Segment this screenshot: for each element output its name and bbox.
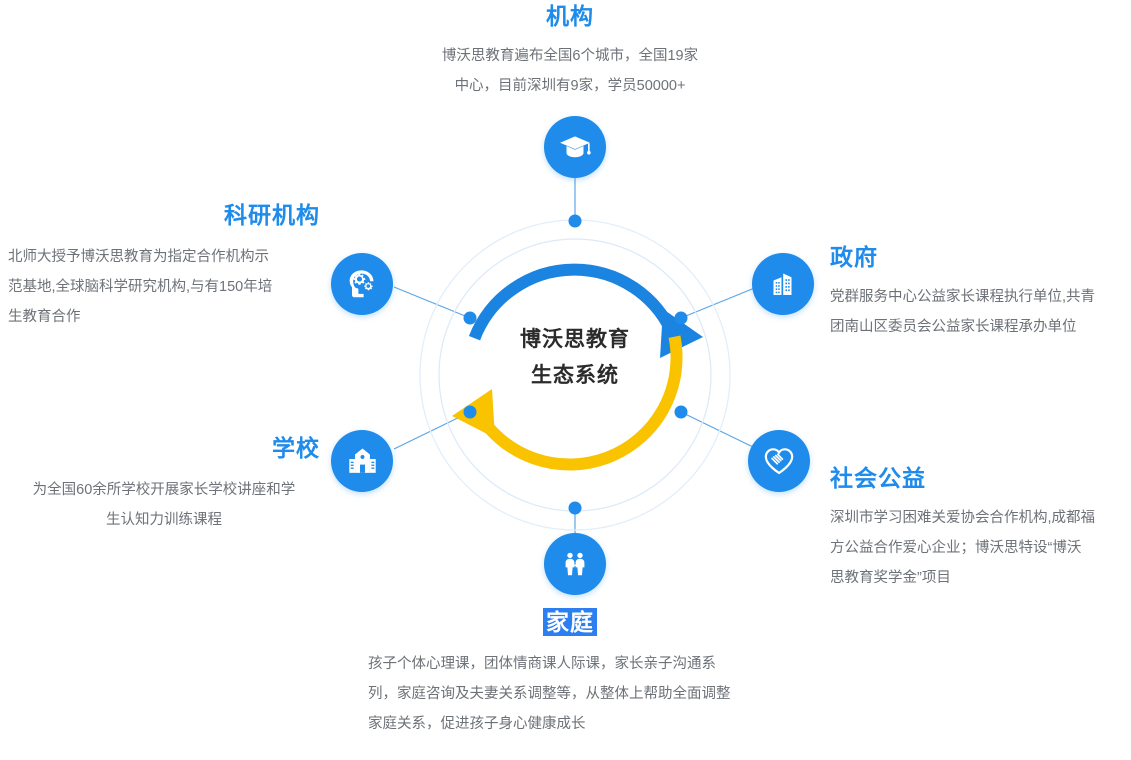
node-desc-family: 孩子个体心理课，团体情商课人际课，家长亲子沟通系 列，家庭咨询及夫妻关系调整等，… [330, 649, 810, 739]
node-block-government: 政府 党群服务中心公益家长课程执行单位,共青 团南山区委员会公益家长课程承办单位 [830, 243, 1130, 342]
connector-research [393, 286, 471, 319]
node-block-organization: 机构 博沃思教育遍布全国6个城市，全国19家 中心，目前深圳有9家，学员5000… [400, 2, 740, 101]
connector-school [393, 411, 471, 450]
desc-line: 为全国60余所学校开展家长学校讲座和学 [32, 481, 296, 498]
dot-school [463, 405, 477, 419]
desc-line: 思教育奖学金”项目 [830, 569, 951, 586]
desc-line: 中心，目前深圳有9家，学员50000+ [454, 77, 686, 94]
center-label: 博沃思教育 生态系统 [455, 322, 695, 394]
node-desc-government: 党群服务中心公益家长课程执行单位,共青 团南山区委员会公益家长课程承办单位 [830, 282, 1130, 342]
node-block-welfare: 社会公益 深圳市学习困难关爱协会合作机构,成都福 方公益合作爱心企业；博沃思特设… [830, 464, 1130, 593]
desc-line: 家庭关系，促进孩子身心健康成长 [368, 715, 586, 732]
desc-line: 生教育合作 [8, 308, 81, 325]
node-icon-school[interactable] [331, 430, 393, 492]
government-building-icon [767, 268, 799, 300]
arrow-head-yellow [452, 389, 495, 438]
node-title-family: 家庭 [330, 608, 810, 637]
center-label-line1: 博沃思教育 [520, 328, 630, 351]
node-title-school: 学校 [272, 435, 320, 461]
node-desc-welfare: 深圳市学习困难关爱协会合作机构,成都福 方公益合作爱心企业；博沃思特设“博沃 思… [830, 503, 1130, 593]
desc-line: 北师大授予博沃思教育为指定合作机构示 [8, 248, 269, 265]
node-desc-research: 北师大授予博沃思教育为指定合作机构示 范基地,全球脑科学研究机构,与有150年培… [8, 242, 320, 332]
two-people-icon [559, 548, 591, 580]
node-icon-family[interactable] [544, 533, 606, 595]
node-icon-research[interactable] [331, 253, 393, 315]
desc-line: 孩子个体心理课，团体情商课人际课，家长亲子沟通系 [368, 655, 716, 672]
node-icon-government[interactable] [752, 253, 814, 315]
node-title-government: 政府 [830, 244, 878, 270]
node-desc-school: 为全国60余所学校开展家长学校讲座和学 生认知力训练课程 [8, 475, 320, 535]
center-label-line2: 生态系统 [531, 364, 619, 387]
node-icon-organization[interactable] [544, 116, 606, 178]
connector-government [680, 286, 758, 319]
desc-line: 范基地,全球脑科学研究机构,与有150年培 [8, 278, 273, 295]
dot-welfare [674, 405, 688, 419]
node-title-research: 科研机构 [224, 202, 320, 228]
connector-welfare [680, 411, 754, 448]
desc-line: 团南山区委员会公益家长课程承办单位 [830, 318, 1077, 335]
heart-handshake-icon [762, 444, 796, 478]
desc-line: 方公益合作爱心企业；博沃思特设“博沃 [830, 539, 1082, 556]
node-block-research: 科研机构 北师大授予博沃思教育为指定合作机构示 范基地,全球脑科学研究机构,与有… [8, 201, 320, 332]
node-icon-welfare[interactable] [748, 430, 810, 492]
brain-gears-icon [345, 267, 379, 301]
graduation-cap-icon [558, 130, 592, 164]
node-block-school: 学校 为全国60余所学校开展家长学校讲座和学 生认知力训练课程 [8, 434, 320, 535]
node-title-organization: 机构 [546, 3, 594, 29]
dot-family [568, 501, 582, 515]
desc-line: 生认知力训练课程 [106, 511, 222, 528]
desc-line: 党群服务中心公益家长课程执行单位,共青 [830, 288, 1096, 305]
node-block-family: 家庭 孩子个体心理课，团体情商课人际课，家长亲子沟通系 列，家庭咨询及夫妻关系调… [330, 608, 810, 739]
node-title-family-selection: 家庭 [543, 608, 597, 636]
desc-line: 深圳市学习困难关爱协会合作机构,成都福 [830, 509, 1096, 526]
desc-line: 列，家庭咨询及夫妻关系调整等，从整体上帮助全面调整 [368, 685, 731, 702]
school-building-icon [346, 445, 379, 478]
node-title-welfare: 社会公益 [830, 465, 926, 491]
desc-line: 博沃思教育遍布全国6个城市，全国19家 [441, 47, 699, 64]
node-desc-organization: 博沃思教育遍布全国6个城市，全国19家 中心，目前深圳有9家，学员50000+ [400, 41, 740, 101]
dot-organization [568, 214, 582, 228]
